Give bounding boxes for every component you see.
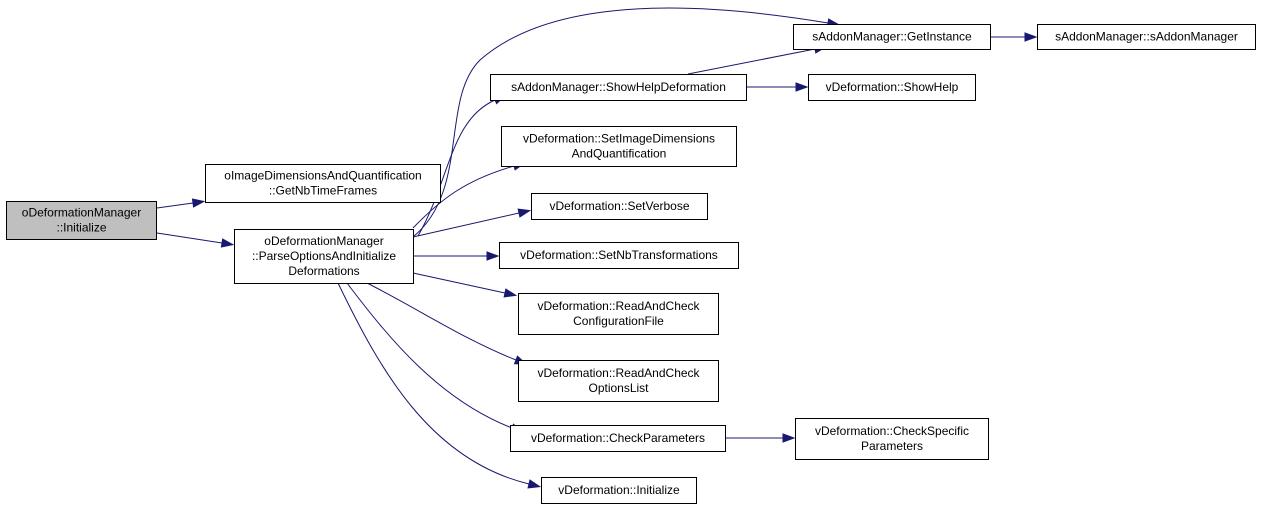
node-label: OptionsList [588, 381, 649, 395]
arrowhead [795, 82, 809, 92]
node-box [490, 74, 747, 101]
node-label: vDeformation::ReadAndCheck [537, 299, 700, 313]
node-parseoptions[interactable]: oDeformationManager::ParseOptionsAndInit… [234, 229, 414, 284]
edge-parseoptions-to-setverbose [412, 208, 532, 238]
node-getinstance[interactable]: sAddonManager::GetInstance [793, 24, 991, 50]
node-box [499, 242, 739, 269]
node-saddonmanager[interactable]: sAddonManager::sAddonManager [1037, 24, 1256, 50]
node-label: Deformations [288, 264, 359, 278]
node-label: sAddonManager::GetInstance [812, 30, 972, 44]
edge-checkparameters-to-checkspecific [725, 433, 796, 443]
node-showhelpdeformation[interactable]: sAddonManager::ShowHelpDeformation [490, 74, 747, 101]
arrowhead [503, 288, 518, 298]
arrowhead [220, 238, 235, 248]
node-label: AndQuantification [572, 147, 667, 161]
node-label: vDeformation::CheckParameters [531, 431, 705, 445]
node-box [808, 74, 976, 101]
node-setnbtransformations[interactable]: vDeformation::SetNbTransformations [499, 242, 739, 269]
edge-root-to-parseoptions [156, 232, 235, 248]
node-root[interactable]: oDeformationManager::Initialize [6, 201, 157, 240]
nodes: oDeformationManager::Initialize oImageDim… [6, 24, 1256, 504]
edge-root-to-getnbtimeframes [156, 198, 206, 209]
node-getnbtimeframes[interactable]: oImageDimensionsAndQuantification::GetNb… [205, 164, 441, 203]
node-label: vDeformation::CheckSpecific [815, 424, 969, 438]
node-label: ::ParseOptionsAndInitialize [252, 249, 396, 263]
node-label: ::GetNbTimeFrames [269, 184, 377, 198]
node-box [510, 425, 726, 452]
node-label: vDeformation::SetVerbose [549, 199, 689, 213]
edge-parseoptions-to-readcheckconfig [412, 272, 518, 298]
edge-parseoptions-to-setnbtransformations [413, 251, 500, 261]
edge-getinstance-to-saddonmanager [990, 32, 1038, 42]
edge-showhelpdeformation-to-showhelp [746, 82, 809, 92]
edge-line [417, 99, 496, 237]
node-label: oDeformationManager [264, 234, 383, 248]
node-box [518, 360, 719, 402]
edge-line [156, 232, 223, 244]
node-label: vDeformation::SetNbTransformations [520, 248, 718, 262]
node-readcheckconfig[interactable]: vDeformation::ReadAndCheckConfigurationF… [518, 293, 719, 335]
node-box [541, 477, 697, 504]
node-label: ::Initialize [56, 221, 106, 235]
node-box [6, 201, 157, 240]
arrowhead [191, 198, 206, 208]
edge-line [337, 282, 530, 485]
arrowhead [782, 433, 796, 443]
arrowhead [486, 251, 500, 261]
edge-line [412, 212, 520, 238]
edge-line [412, 165, 515, 229]
node-box [793, 24, 991, 50]
edge-parseoptions-to-readcheckoptions [366, 282, 528, 365]
node-showhelp[interactable]: vDeformation::ShowHelp [808, 74, 976, 101]
edge-line [346, 282, 513, 429]
edge-parseoptions-to-checkparameters [346, 282, 524, 433]
edge-parseoptions-to-initialize [337, 282, 542, 489]
node-initialize[interactable]: vDeformation::Initialize [541, 477, 697, 504]
node-box [205, 164, 441, 203]
node-box [795, 418, 989, 460]
node-label: Parameters [861, 439, 923, 453]
node-box [518, 293, 719, 335]
arrowhead [517, 208, 532, 218]
node-box [501, 126, 737, 167]
edge-line [366, 282, 517, 361]
edge-line [412, 7, 829, 238]
arrowhead [527, 479, 542, 489]
arrowhead [1024, 32, 1038, 42]
node-label: vDeformation::Initialize [558, 483, 680, 497]
node-label: vDeformation::ReadAndCheck [537, 366, 700, 380]
node-label: oDeformationManager [22, 206, 141, 220]
node-label: vDeformation::SetImageDimensions [523, 132, 715, 146]
edge-line [412, 272, 506, 294]
node-label: sAddonManager::sAddonManager [1055, 30, 1238, 44]
edge-line [687, 48, 816, 75]
node-label: sAddonManager::ShowHelpDeformation [511, 80, 726, 94]
node-label: ConfigurationFile [573, 314, 664, 328]
node-label: oImageDimensionsAndQuantification [224, 169, 421, 183]
node-box [234, 229, 414, 284]
node-setimagedimensions[interactable]: vDeformation::SetImageDimensionsAndQuant… [501, 126, 737, 167]
node-setverbose[interactable]: vDeformation::SetVerbose [531, 193, 708, 220]
node-box [531, 193, 708, 220]
node-checkparameters[interactable]: vDeformation::CheckParameters [510, 425, 726, 452]
edge-line [156, 202, 194, 209]
node-label: vDeformation::ShowHelp [826, 80, 959, 94]
node-box [1037, 24, 1256, 50]
